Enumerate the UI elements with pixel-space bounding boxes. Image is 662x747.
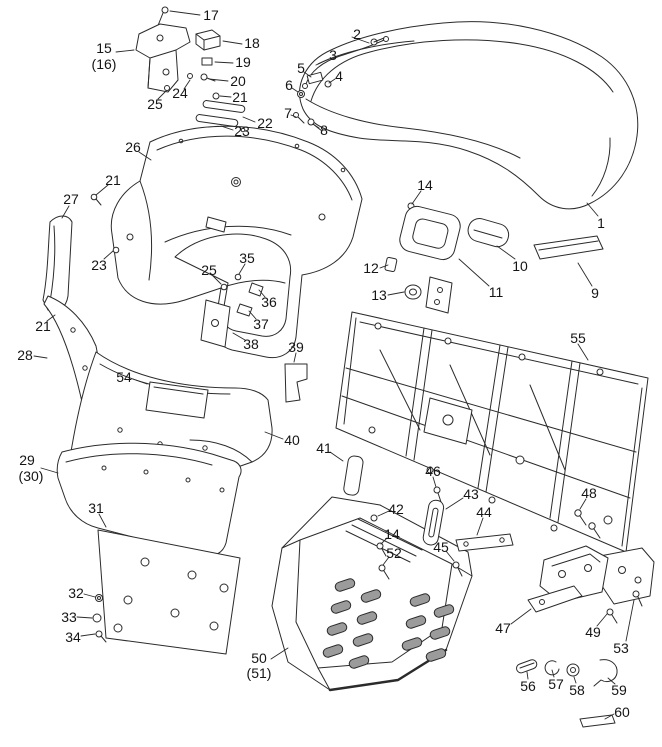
part-callout-37: 37 — [253, 316, 269, 332]
part-callout-54: 54 — [116, 369, 132, 385]
part-callout-20: 20 — [230, 73, 246, 89]
part-callout-13: 13 — [371, 287, 387, 303]
seat-hardware-parts — [293, 36, 389, 132]
skid-plate-parts — [92, 529, 241, 655]
part-callout-1: 1 — [597, 215, 605, 231]
rear-bracket-assembly-parts — [527, 509, 655, 624]
part-callout-50: 50 — [251, 650, 267, 666]
part-callout-51: (51) — [246, 665, 272, 681]
part-callout-29: 29 — [19, 452, 35, 468]
part-callout-3: 3 — [329, 47, 337, 63]
part-callout-16: (16) — [91, 56, 117, 72]
part-callout-15: 15 — [96, 40, 112, 56]
part-callout-24: 24 — [172, 85, 188, 101]
part-callout-21: 21 — [105, 172, 121, 188]
part-callout-52: 52 — [386, 545, 402, 561]
part-callout-25: 25 — [201, 262, 217, 278]
leader-lines — [33, 10, 635, 720]
part-callout-60: 60 — [614, 704, 630, 720]
part-callout-11: 11 — [488, 284, 504, 300]
part-callout-27: 27 — [63, 191, 79, 207]
part-callout-36: 36 — [261, 294, 277, 310]
part-callout-10: 10 — [512, 258, 528, 274]
part-callout-6: 6 — [285, 77, 293, 93]
part-callout-33: 33 — [61, 609, 77, 625]
part-callout-56: 56 — [520, 678, 536, 694]
frame-part — [335, 311, 649, 553]
part-callout-19: 19 — [235, 54, 251, 70]
front-band-part — [56, 442, 242, 557]
part-callout-32: 32 — [68, 585, 84, 601]
part-callout-38: 38 — [243, 336, 259, 352]
part-callout-14: 14 — [417, 177, 433, 193]
part-callout-39: 39 — [288, 339, 304, 355]
part-callout-34: 34 — [65, 629, 81, 645]
handlebar-bracket-assembly-parts — [135, 6, 246, 127]
front-body-panel-part — [110, 125, 363, 359]
footboard-hardware-parts — [343, 455, 514, 580]
part-callout-5: 5 — [297, 60, 305, 76]
part-callout-4: 4 — [335, 68, 343, 84]
part-callout-23: 23 — [234, 123, 250, 139]
inner-bracket-parts — [200, 273, 308, 403]
part-callout-53: 53 — [613, 640, 629, 656]
part-callout-41: 41 — [316, 440, 332, 456]
part-callout-58: 58 — [569, 682, 585, 698]
part-callout-9: 9 — [591, 285, 599, 301]
part-callout-30: (30) — [18, 468, 44, 484]
part-callout-47: 47 — [495, 620, 511, 636]
part-callout-46: 46 — [425, 463, 441, 479]
part-callout-42: 42 — [388, 501, 404, 517]
part-callout-17: 17 — [203, 7, 219, 23]
footboard-part — [271, 496, 473, 692]
part-callout-57: 57 — [548, 676, 564, 692]
part-callout-43: 43 — [463, 486, 479, 502]
part-callout-21: 21 — [35, 318, 51, 334]
part-callout-8: 8 — [320, 122, 328, 138]
part-callout-28: 28 — [17, 347, 33, 363]
part-callout-59: 59 — [611, 682, 627, 698]
part-callout-18: 18 — [244, 35, 260, 51]
part-callout-21: 21 — [232, 89, 248, 105]
part-callout-2: 2 — [353, 26, 361, 42]
part-callout-40: 40 — [284, 432, 300, 448]
part-callout-12: 12 — [363, 260, 379, 276]
part-callout-14: 14 — [384, 526, 400, 542]
part-callout-7: 7 — [284, 105, 292, 121]
part-callout-35: 35 — [239, 250, 255, 266]
part-callout-26: 26 — [125, 139, 141, 155]
part-callout-45: 45 — [433, 539, 449, 555]
part-callout-49: 49 — [585, 624, 601, 640]
part-callout-44: 44 — [476, 504, 492, 520]
part-callout-31: 31 — [88, 500, 104, 516]
part-callout-25: 25 — [147, 96, 163, 112]
part-callout-48: 48 — [581, 485, 597, 501]
frame-mount-parts — [384, 202, 604, 314]
part-callout-55: 55 — [570, 330, 586, 346]
part-callout-23: 23 — [91, 257, 107, 273]
part-callout-22: 22 — [257, 115, 273, 131]
